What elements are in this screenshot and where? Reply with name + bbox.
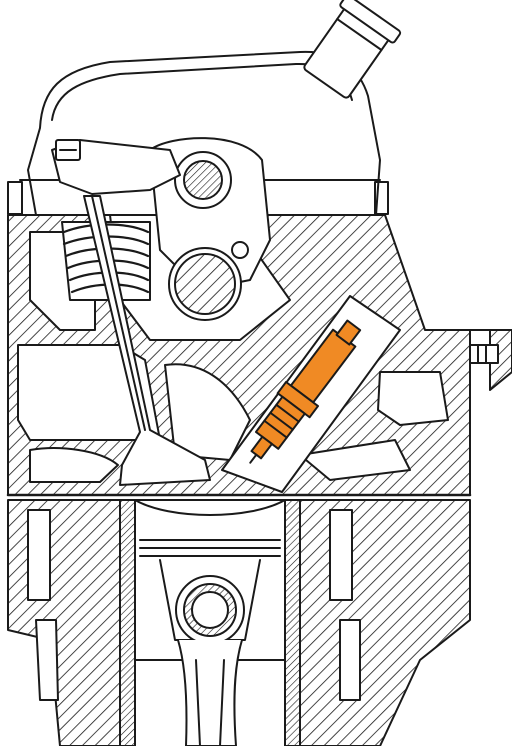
valve	[83, 195, 211, 486]
spark-plug	[249, 319, 362, 464]
wrist-pin	[175, 575, 245, 645]
connecting-rod	[177, 639, 243, 746]
cylinder-block	[7, 499, 471, 746]
rocker-arm	[51, 139, 181, 195]
oil-filler-cap	[303, 0, 402, 99]
